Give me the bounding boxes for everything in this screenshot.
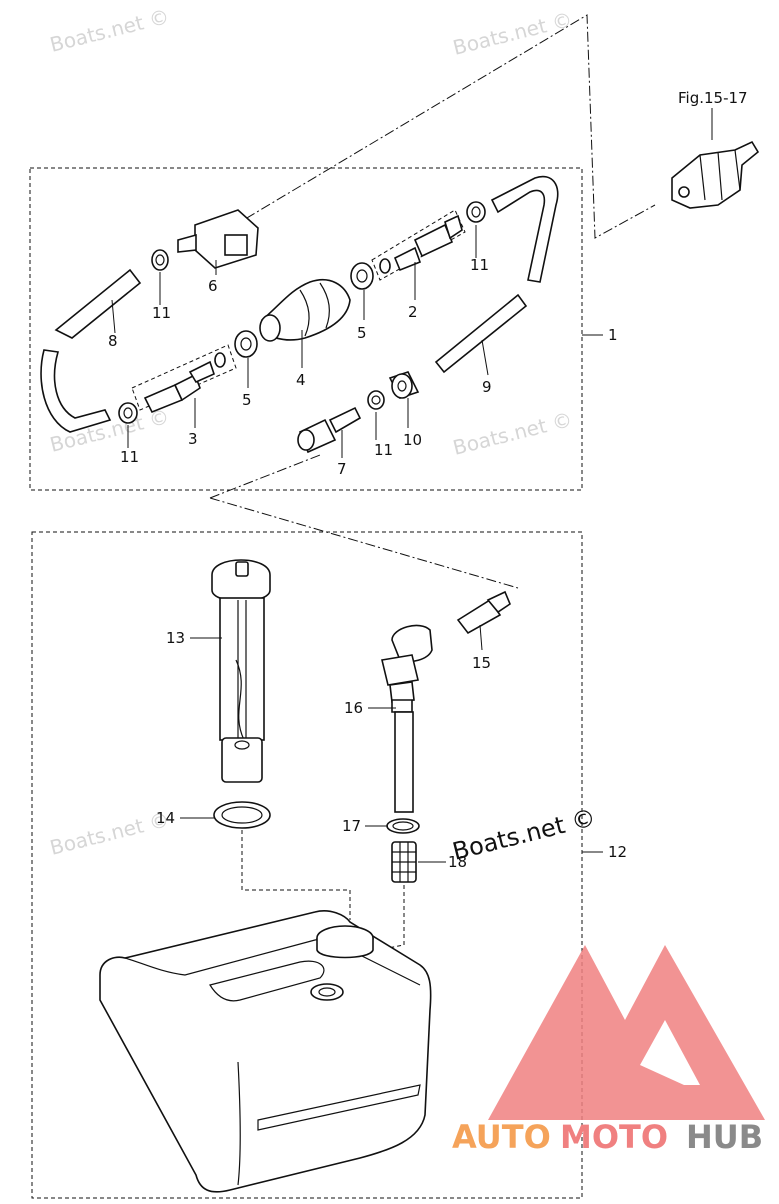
leader-line <box>479 624 483 651</box>
watermark: Boats.net © <box>47 4 171 57</box>
part-16-fitting <box>456 590 511 635</box>
part-3-check-valve <box>143 352 226 414</box>
brand-logo: AUTO MOTO HUB <box>452 945 765 1156</box>
callout-4: 4 <box>296 371 306 389</box>
part-8-ring <box>388 371 420 399</box>
watermark: Boats.net © <box>450 407 574 460</box>
part-18-filter <box>391 841 417 883</box>
callout-7: 9 <box>482 378 492 396</box>
callout-3: 3 <box>188 430 198 448</box>
callout-2: 2 <box>408 303 418 321</box>
brand-name-auto: AUTO <box>452 1118 551 1156</box>
group-box-fuel-line <box>29 167 583 491</box>
callout-1: 1 <box>608 326 618 344</box>
callout-6: 8 <box>108 332 118 350</box>
part-11-clip <box>118 201 486 424</box>
figure-reference: Fig.15-17 <box>678 89 748 107</box>
callout-11: 11 <box>470 256 489 274</box>
callout-5: 5 <box>242 391 252 409</box>
brand-logo-mark <box>488 945 765 1120</box>
part-5-ring <box>234 262 374 358</box>
callout-10: 6 <box>208 277 218 295</box>
part-14-gasket <box>213 801 271 829</box>
part-15-elbow <box>381 624 433 813</box>
callout-9: 7 <box>337 460 347 478</box>
callout-16: 15 <box>472 654 491 672</box>
leader-line <box>481 339 489 376</box>
callout-13: 13 <box>166 629 185 647</box>
hose-upper <box>490 175 559 283</box>
leader-line <box>247 290 365 388</box>
callout-15: 16 <box>344 699 363 717</box>
callout-17: 17 <box>342 817 361 835</box>
callout-14: 14 <box>156 809 175 827</box>
watermark: Boats.net © <box>47 807 171 860</box>
part-9-connector <box>297 406 362 454</box>
leader-line <box>127 225 477 448</box>
callout-18: 18 <box>448 853 467 871</box>
part-2-group-outline <box>371 209 466 281</box>
part-17-o-ring <box>392 821 414 831</box>
leader-line <box>111 299 116 334</box>
fuel-tank <box>99 910 432 1193</box>
brand-name-moto: MOTO <box>560 1118 668 1156</box>
part-2-check-valve <box>379 214 463 274</box>
group-box-fuel-tank <box>31 531 583 1199</box>
part-14-gasket <box>221 806 263 824</box>
part-7-hose <box>434 293 528 374</box>
callout-5: 5 <box>357 324 367 342</box>
callout-11: 11 <box>120 448 139 466</box>
assembly-line <box>349 885 405 956</box>
callout-12: 12 <box>608 843 627 861</box>
brand-name-hub: HUB <box>686 1118 763 1156</box>
reference-line <box>209 454 519 589</box>
part-6-hose <box>54 268 142 339</box>
part-6-hose <box>40 349 112 433</box>
callout-11: 11 <box>374 441 393 459</box>
callout-11: 11 <box>152 304 171 322</box>
callout-8: 10 <box>403 431 422 449</box>
part-4-primer-bulb <box>259 278 351 342</box>
part-13-fuel-gauge <box>211 559 271 783</box>
watermark: Boats.net © <box>450 803 599 866</box>
assembly-line <box>241 830 351 920</box>
fuel-connector-reference <box>671 140 760 209</box>
part-17-o-ring <box>386 818 420 834</box>
reference-line <box>214 14 656 239</box>
part-3-group-outline <box>131 344 237 411</box>
part-10-connector <box>177 209 259 269</box>
